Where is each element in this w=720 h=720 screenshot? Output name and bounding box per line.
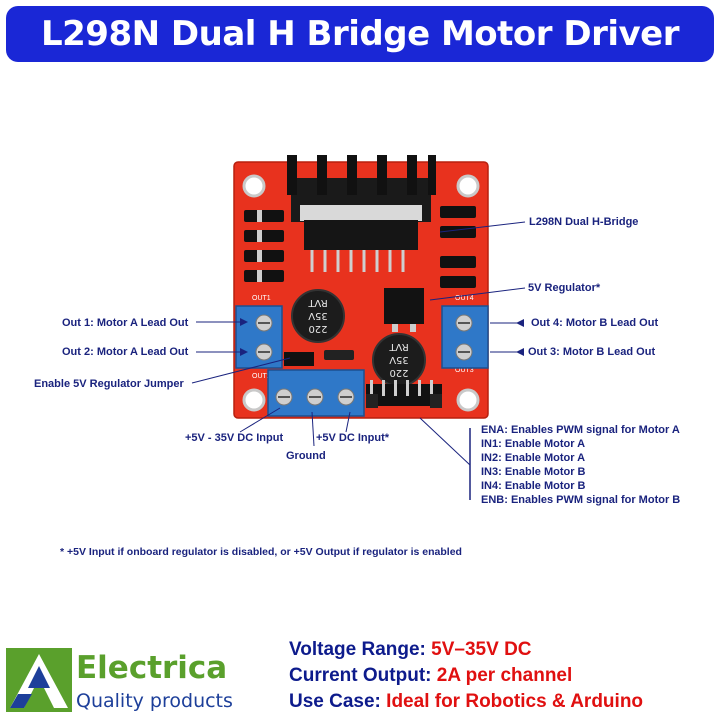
capacitor-1: 220 35V RVT — [291, 289, 345, 343]
control-header — [366, 380, 442, 408]
mounting-holes — [242, 174, 480, 412]
spec-usecase-value: Ideal for Robotics & Arduino — [386, 691, 644, 712]
callout-lines — [191, 221, 526, 466]
label-pin-enb: ENB: Enables PWM signal for Motor B — [481, 494, 681, 506]
label-pin-ena: ENA: Enables PWM signal for Motor A — [481, 424, 680, 436]
label-out4: Out 4: Motor B Lead Out — [531, 317, 659, 329]
label-out2: Out 2: Motor A Lead Out — [62, 346, 189, 358]
spec-usecase: Use Case: Ideal for Robotics & Arduino — [289, 691, 643, 713]
label-hbridge: L298N Dual H-Bridge — [529, 216, 639, 228]
label-regulator: 5V Regulator* — [528, 282, 601, 294]
diodes-left — [244, 210, 284, 282]
terminal-out-right — [441, 305, 489, 369]
label-out3: Out 3: Motor B Lead Out — [528, 346, 656, 358]
svg-text:RVT: RVT — [388, 341, 408, 352]
electrica-logo-icon — [6, 648, 72, 712]
label-vin: +5V - 35V DC Input — [185, 432, 284, 444]
label-5v-input: +5V DC Input* — [316, 432, 390, 444]
regulator-chip — [384, 288, 424, 324]
spec-current: Current Output: 2A per channel — [289, 665, 572, 687]
svg-text:220: 220 — [308, 323, 327, 334]
silk-out4: OUT4 — [455, 295, 474, 302]
label-out1: Out 1: Motor A Lead Out — [62, 317, 189, 329]
spec-current-value: 2A per channel — [436, 665, 573, 686]
label-pin-in1: IN1: Enable Motor A — [481, 438, 586, 450]
silk-out1: OUT1 — [252, 295, 271, 302]
silk-out2: OUT2 — [252, 373, 271, 380]
silk-out3: OUT3 — [455, 367, 474, 374]
jumper — [284, 352, 314, 366]
title-banner: L298N Dual H Bridge Motor Driver — [6, 6, 714, 62]
capacitor-2: 220 35V RVT — [372, 333, 426, 387]
spec-voltage-value: 5V–35V DC — [431, 639, 532, 660]
svg-text:220: 220 — [389, 367, 408, 378]
svg-text:RVT: RVT — [307, 297, 327, 308]
svg-text:35V: 35V — [389, 354, 409, 365]
logo-tagline: Quality products — [76, 690, 233, 712]
board-diagram: 220 35V RVT 220 35V RVT OUT1 OUT2 OUT4 O… — [191, 155, 526, 500]
heatsink — [287, 155, 436, 222]
l298n-chip — [304, 220, 418, 272]
label-jumper: Enable 5V Regulator Jumper — [34, 378, 184, 390]
label-ground: Ground — [286, 450, 326, 462]
svg-text:35V: 35V — [308, 310, 328, 321]
spec-current-key: Current Output: — [289, 665, 432, 686]
terminal-out-left — [235, 305, 283, 369]
logo-name: Electrica — [76, 650, 228, 686]
spec-usecase-key: Use Case: — [289, 691, 381, 712]
spec-voltage-key: Voltage Range: — [289, 639, 426, 660]
terminal-power — [267, 369, 365, 417]
footnote: * +5V Input if onboard regulator is disa… — [60, 546, 462, 558]
label-pin-in4: IN4: Enable Motor B — [481, 480, 586, 492]
label-pin-in3: IN3: Enable Motor B — [481, 466, 586, 478]
spec-voltage: Voltage Range: 5V–35V DC — [289, 639, 532, 661]
page-title: L298N Dual H Bridge Motor Driver — [40, 14, 680, 54]
label-pin-in2: IN2: Enable Motor A — [481, 452, 586, 464]
